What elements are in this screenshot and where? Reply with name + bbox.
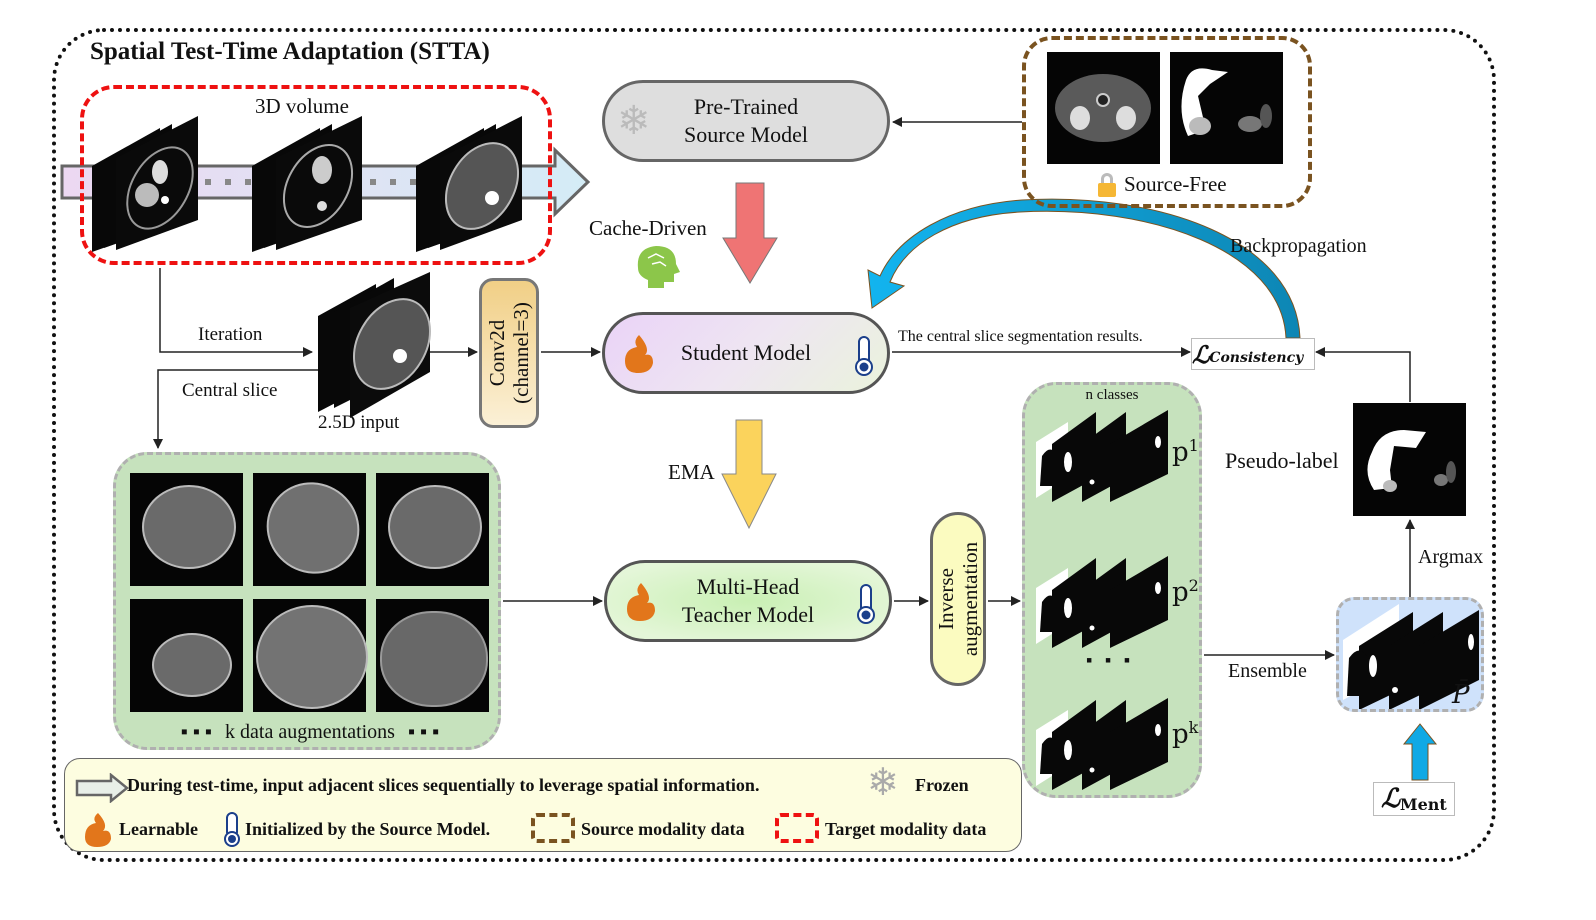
pseudo-label-label: Pseudo-label <box>1225 448 1339 473</box>
prediction-stack-p1 <box>1036 410 1168 502</box>
prediction-stack-pk <box>1036 698 1168 790</box>
source-dash-swatch-icon <box>531 813 575 843</box>
prediction-label-p1: p1 <box>1172 436 1199 468</box>
pretrained-source-model[interactable]: ❄ Pre-Trained Source Model <box>602 80 890 162</box>
snowflake-icon: ❄ <box>867 762 899 804</box>
class-prediction-stacks <box>1036 410 1168 790</box>
iteration-label: Iteration <box>198 324 263 345</box>
cache-driven-label: Cache-Driven <box>589 216 707 240</box>
source-free-label: Source-Free <box>1098 172 1227 197</box>
central-results-label: The central slice segmentation results. <box>898 328 1143 345</box>
legend-learnable: Learnable <box>119 819 198 839</box>
input-25d-stack <box>318 272 431 418</box>
volume-label: 3D volume <box>255 94 349 118</box>
averaged-prediction-box <box>1336 597 1484 712</box>
target-modality-region <box>80 85 552 265</box>
ment-loss: ℒ Ment <box>1373 782 1455 816</box>
n-classes-label: n classes <box>1085 387 1139 403</box>
stta-frame <box>52 28 1496 862</box>
backpropagation-arrow <box>867 198 1301 339</box>
backpropagation-label: Backpropagation <box>1230 235 1367 257</box>
ment-arrow <box>1402 723 1438 781</box>
legend-target-modality: Target modality data <box>825 819 987 839</box>
consistency-loss: ℒ Consistency <box>1191 338 1315 370</box>
prediction-stack-p2 <box>1036 556 1168 648</box>
flame-icon <box>621 333 655 382</box>
legend-panel: During test-time, input adjacent slices … <box>64 758 1022 852</box>
legend-frozen: Frozen <box>915 775 969 795</box>
pbar-label: P̄ <box>1452 680 1470 710</box>
augmentation-panel: ▪ ▪ ▪ k data augmentations ▪ ▪ ▪ <box>113 452 501 750</box>
volume-dots <box>205 179 416 185</box>
thermometer-icon <box>221 811 243 854</box>
lock-icon <box>1098 172 1116 197</box>
conv2d-block[interactable]: Conv2d (channel=3) <box>479 278 539 428</box>
multi-head-teacher-model[interactable]: Multi-Head Teacher Model <box>604 560 892 642</box>
ema-arrow <box>721 419 777 530</box>
flame-icon <box>81 811 113 854</box>
volume-stack-3 <box>416 116 522 252</box>
thermometer-icon <box>853 335 875 384</box>
snowflake-icon: ❄ <box>617 98 651 143</box>
inverse-augmentation-block[interactable]: Inverse augmentation <box>930 512 986 686</box>
student-model[interactable]: Student Model <box>602 312 890 394</box>
flame-icon <box>623 581 657 630</box>
legend-arrow-icon <box>75 773 129 803</box>
volume-stack-1 <box>92 116 198 252</box>
source-modality-region <box>1022 36 1312 208</box>
input-25d-label: 2.5D input <box>318 412 400 433</box>
augmentations-caption: ▪ ▪ ▪ k data augmentations ▪ ▪ ▪ <box>180 721 440 743</box>
cache-driven-arrow <box>722 182 778 284</box>
thermometer-icon <box>855 583 877 632</box>
target-dash-swatch-icon <box>775 813 819 843</box>
prediction-label-pk: pk <box>1172 718 1199 750</box>
prediction-label-p2: p2 <box>1172 576 1199 608</box>
ensemble-label: Ensemble <box>1228 660 1307 682</box>
argmax-label: Argmax <box>1418 546 1484 568</box>
central-slice-label: Central slice <box>182 380 278 401</box>
averaged-prediction-stack <box>1343 604 1479 709</box>
ema-label: EMA <box>668 460 715 484</box>
volume-stack-2 <box>252 116 362 252</box>
predictions-dots: ▪ ▪ ▪ <box>1086 650 1135 670</box>
legend-sequential-text: During test-time, input adjacent slices … <box>127 775 760 795</box>
legend-initialized: Initialized by the Source Model. <box>245 819 491 839</box>
legend-source-modality: Source modality data <box>581 819 745 839</box>
diagram-title: Spatial Test-Time Adaptation (STTA) <box>90 38 490 65</box>
brain-head-icon <box>637 246 680 288</box>
